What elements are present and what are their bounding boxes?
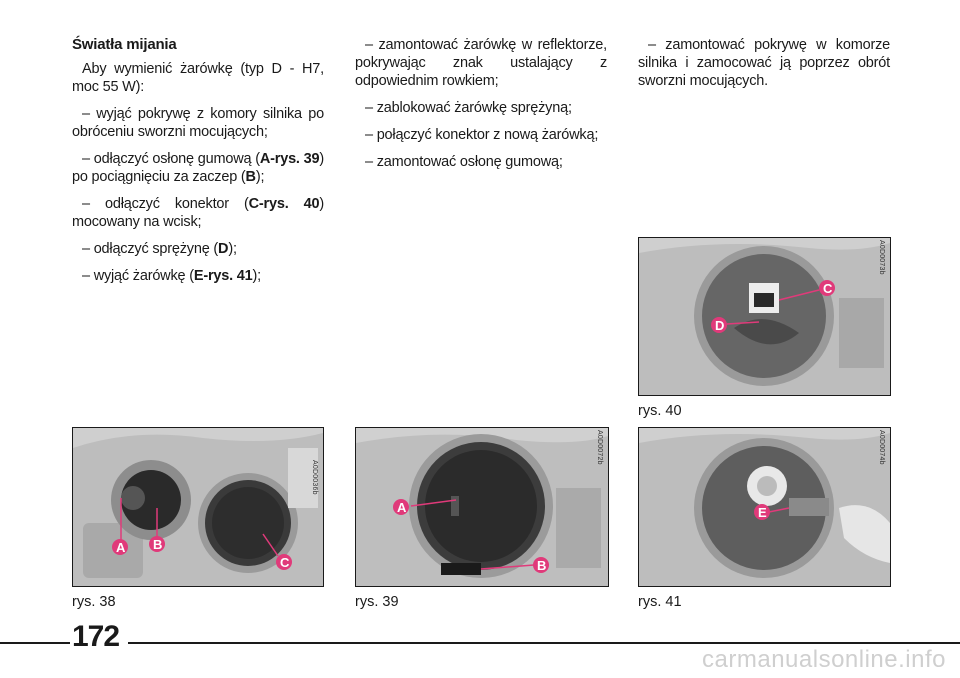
- step-install-engine-cover: – zamontować pokrywę w komorze silnika i…: [638, 37, 890, 89]
- footer-rule-left: [0, 642, 70, 644]
- figure-40-photo: C D: [638, 237, 891, 396]
- page-number: 172: [72, 620, 120, 653]
- fig40-code: A0D0073b: [878, 240, 885, 275]
- fig40-label-d: D: [715, 318, 724, 333]
- fig40-label-c: C: [823, 281, 833, 296]
- column-2: – zamontować żarówkę w reflektorze, pokr…: [355, 36, 607, 180]
- step-install-rubber-cover: – zamontować osłonę gumową;: [365, 154, 563, 170]
- fig41-label-e: E: [758, 505, 767, 520]
- step-install-bulb: – zamontować żarówkę w reflektorze, pokr…: [355, 37, 607, 89]
- step-lock-bulb: – zablokować żarówkę sprężyną;: [365, 100, 572, 116]
- fig39-label-a: A: [397, 500, 407, 515]
- step-remove-bulb: – wyjąć żarówkę (E-rys. 41);: [82, 268, 261, 284]
- section-heading: Światła mijania: [72, 36, 177, 53]
- footer-rule-right: [128, 642, 960, 644]
- fig38-label-c: C: [280, 555, 290, 570]
- figure-39-photo: A B: [355, 427, 609, 587]
- fig39-caption: rys. 39: [355, 594, 399, 610]
- fig41-caption: rys. 41: [638, 594, 682, 610]
- fig39-label-b: B: [537, 558, 546, 573]
- fig38-caption: rys. 38: [72, 594, 116, 610]
- watermark: carmanualsonline.info: [702, 646, 946, 673]
- step-connect-connector: – połączyć konektor z nową żarówką;: [365, 127, 599, 143]
- fig40-caption: rys. 40: [638, 403, 682, 419]
- fig38-code: A0D0036b: [311, 460, 318, 495]
- column-3: – zamontować pokrywę w komorze silnika i…: [638, 36, 890, 99]
- fig38-label-b: B: [153, 537, 162, 552]
- step-disconnect-spring: – odłączyć sprężynę (D);: [82, 241, 237, 257]
- step-remove-cover: – wyjąć pokrywę z komory silnika po obró…: [72, 106, 324, 140]
- column-1: Światła mijania Aby wymienić żarówkę (ty…: [72, 36, 324, 294]
- fig39-code: A0D0072b: [596, 430, 603, 465]
- step-disconnect-rubber-cover: – odłączyć osłonę gumową (A-rys. 39) po …: [72, 151, 324, 185]
- fig41-code: A0D0074b: [878, 430, 885, 465]
- step-disconnect-connector: – odłączyć konektor (C-rys. 40) mocowany…: [72, 196, 324, 230]
- figure-38-photo: A B C: [72, 427, 324, 587]
- figure-41-photo: E: [638, 427, 891, 587]
- intro-paragraph: Aby wymienić żarówkę (typ D - H7, moc 55…: [72, 61, 324, 95]
- fig38-label-a: A: [116, 540, 126, 555]
